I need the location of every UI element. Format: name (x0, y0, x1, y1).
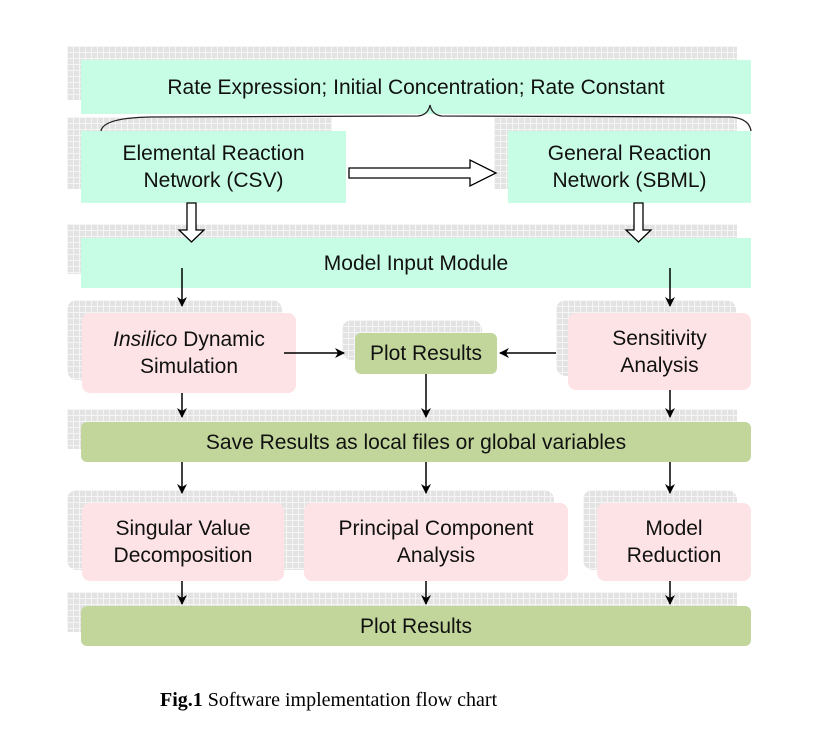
svd-box: Singular Value Decomposition (82, 503, 284, 581)
pca-box: Principal Component Analysis (304, 503, 568, 581)
svd-line1: Singular Value (115, 517, 251, 540)
elemental-network-box: Elemental Reaction Network (CSV) (81, 131, 346, 203)
general-line2: Network (SBML) (552, 169, 707, 192)
plot-results-mid-box: Plot Results (355, 333, 497, 374)
general-line1: General Reaction (547, 142, 712, 165)
insilico-box: Insilico Dynamic Simulation (82, 313, 296, 393)
reduction-line2: Reduction (626, 544, 722, 567)
model-input-box: Model Input Module (81, 238, 751, 288)
top-parameters-label: Rate Expression; Initial Concentration; … (167, 75, 665, 99)
hollow-arrow-right (348, 158, 498, 188)
elemental-line1: Elemental Reaction (122, 142, 305, 165)
pca-line2: Analysis (396, 544, 476, 567)
save-results-box: Save Results as local files or global va… (81, 422, 751, 462)
sensitivity-box: Sensitivity Analysis (568, 313, 751, 390)
figure-caption: Fig.1 Software implementation flow chart (160, 689, 497, 712)
insilico-italic: Insilico (113, 328, 178, 351)
sensitivity-line1: Sensitivity (612, 326, 707, 350)
elemental-line2: Network (CSV) (143, 169, 284, 192)
hollow-arrow-down-right (624, 202, 653, 243)
model-input-label: Model Input Module (323, 251, 509, 275)
plot-results-bottom-label: Plot Results (359, 614, 473, 638)
caption-text: Software implementation flow chart (202, 689, 498, 711)
caption-label: Fig.1 (160, 689, 203, 711)
plot-results-bottom-box: Plot Results (81, 606, 751, 646)
insilico-line2: Simulation (139, 355, 239, 378)
pca-line1: Principal Component (338, 517, 534, 540)
insilico-rest: Dynamic (177, 328, 265, 351)
reduction-line1: Model (645, 517, 703, 540)
svd-line2: Decomposition (113, 544, 253, 567)
top-parameters-box: Rate Expression; Initial Concentration; … (81, 60, 751, 114)
brace (100, 104, 752, 132)
insilico-line1: Insilico Dynamic (113, 326, 265, 353)
general-network-box: General Reaction Network (SBML) (508, 131, 751, 203)
sensitivity-line2: Analysis (620, 353, 699, 377)
save-results-label: Save Results as local files or global va… (205, 430, 627, 454)
model-reduction-box: Model Reduction (597, 503, 751, 581)
plot-results-mid-label: Plot Results (369, 342, 483, 365)
hollow-arrow-down-left (177, 202, 206, 243)
